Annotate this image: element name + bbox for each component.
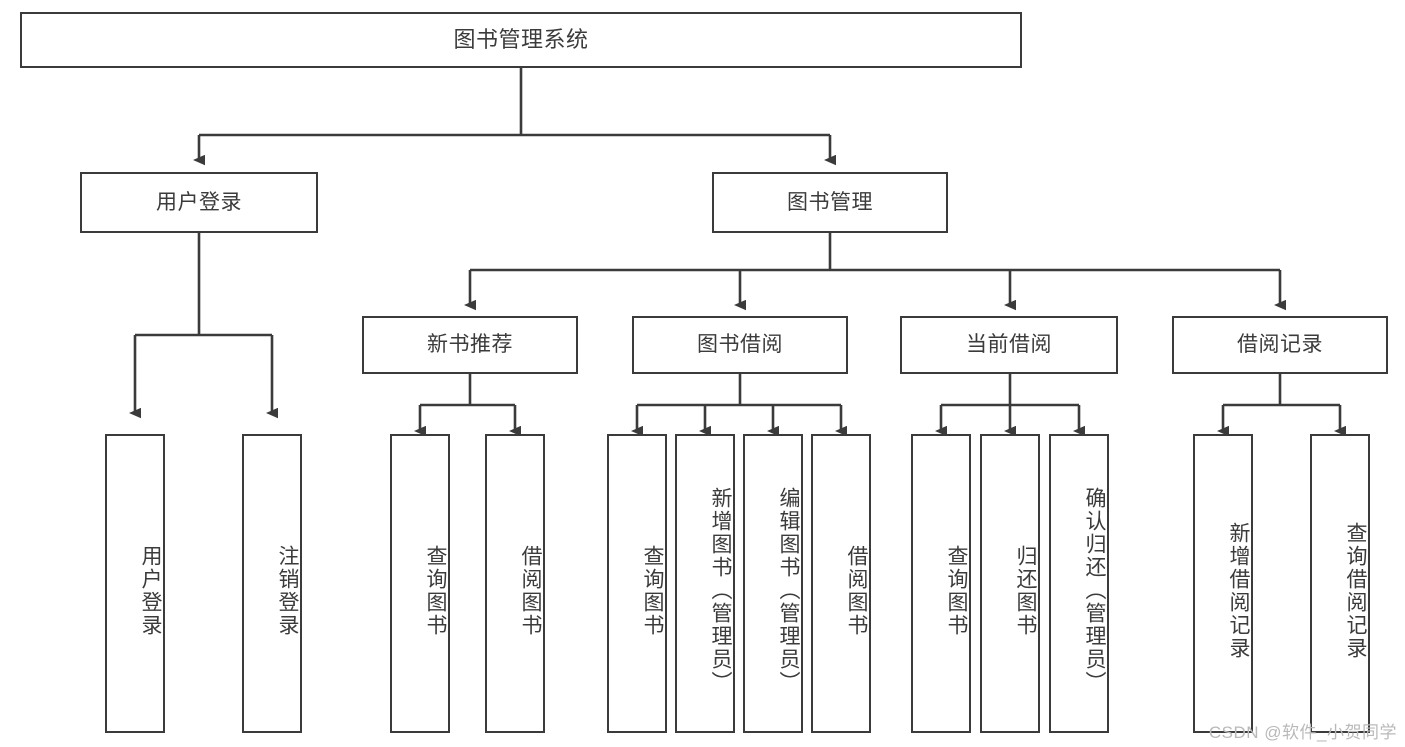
node-label: 图书管理系统 <box>453 26 589 52</box>
node-label: 查询借阅记录 <box>1344 521 1367 660</box>
node-label: 编辑图书（管理员） <box>777 487 800 694</box>
leaf-book-borrow-query-book[interactable]: 查询图书 <box>607 434 667 733</box>
node-label: 用户登录 <box>156 190 242 214</box>
node-label: 图书借阅 <box>697 333 783 357</box>
node-label: 确认归还（管理员） <box>1083 487 1106 694</box>
node-user-login[interactable]: 用户登录 <box>80 172 318 233</box>
node-label: 新书推荐 <box>427 333 513 357</box>
leaf-user-login-login[interactable]: 用户登录 <box>105 434 165 733</box>
node-label: 注销登录 <box>276 544 299 637</box>
node-root-book-management-system[interactable]: 图书管理系统 <box>20 12 1022 68</box>
node-label: 借阅图书 <box>845 544 868 637</box>
node-label: 用户登录 <box>139 544 162 637</box>
leaf-book-borrow-add-book-admin[interactable]: 新增图书（管理员） <box>675 434 735 733</box>
leaf-borrow-record-add-record[interactable]: 新增借阅记录 <box>1193 434 1253 733</box>
leaf-new-book-borrow-book[interactable]: 借阅图书 <box>485 434 545 733</box>
leaf-current-borrow-query-book[interactable]: 查询图书 <box>911 434 971 733</box>
node-book-management[interactable]: 图书管理 <box>712 172 948 233</box>
leaf-user-login-logout[interactable]: 注销登录 <box>242 434 302 733</box>
node-label: 新增图书（管理员） <box>709 487 732 694</box>
node-borrow-record[interactable]: 借阅记录 <box>1172 316 1388 374</box>
leaf-book-borrow-edit-book-admin[interactable]: 编辑图书（管理员） <box>743 434 803 733</box>
node-label: 借阅记录 <box>1237 333 1323 357</box>
leaf-current-borrow-confirm-return-admin[interactable]: 确认归还（管理员） <box>1049 434 1109 733</box>
node-label: 归还图书 <box>1014 544 1037 637</box>
leaf-borrow-record-query-record[interactable]: 查询借阅记录 <box>1310 434 1370 733</box>
node-label: 查询图书 <box>641 544 664 637</box>
node-label: 查询图书 <box>424 544 447 637</box>
node-current-borrow[interactable]: 当前借阅 <box>900 316 1118 374</box>
leaf-book-borrow-borrow-book[interactable]: 借阅图书 <box>811 434 871 733</box>
node-label: 图书管理 <box>787 190 873 214</box>
csdn-watermark: CSDN @软件_小贺同学 <box>1208 723 1397 742</box>
leaf-new-book-query-book[interactable]: 查询图书 <box>390 434 450 733</box>
node-new-book-recommend[interactable]: 新书推荐 <box>362 316 578 374</box>
leaf-current-borrow-return-book[interactable]: 归还图书 <box>980 434 1040 733</box>
node-label: 新增借阅记录 <box>1227 521 1250 660</box>
node-book-borrow[interactable]: 图书借阅 <box>632 316 848 374</box>
node-label: 当前借阅 <box>966 333 1052 357</box>
node-label: 借阅图书 <box>519 544 542 637</box>
node-label: 查询图书 <box>945 544 968 637</box>
